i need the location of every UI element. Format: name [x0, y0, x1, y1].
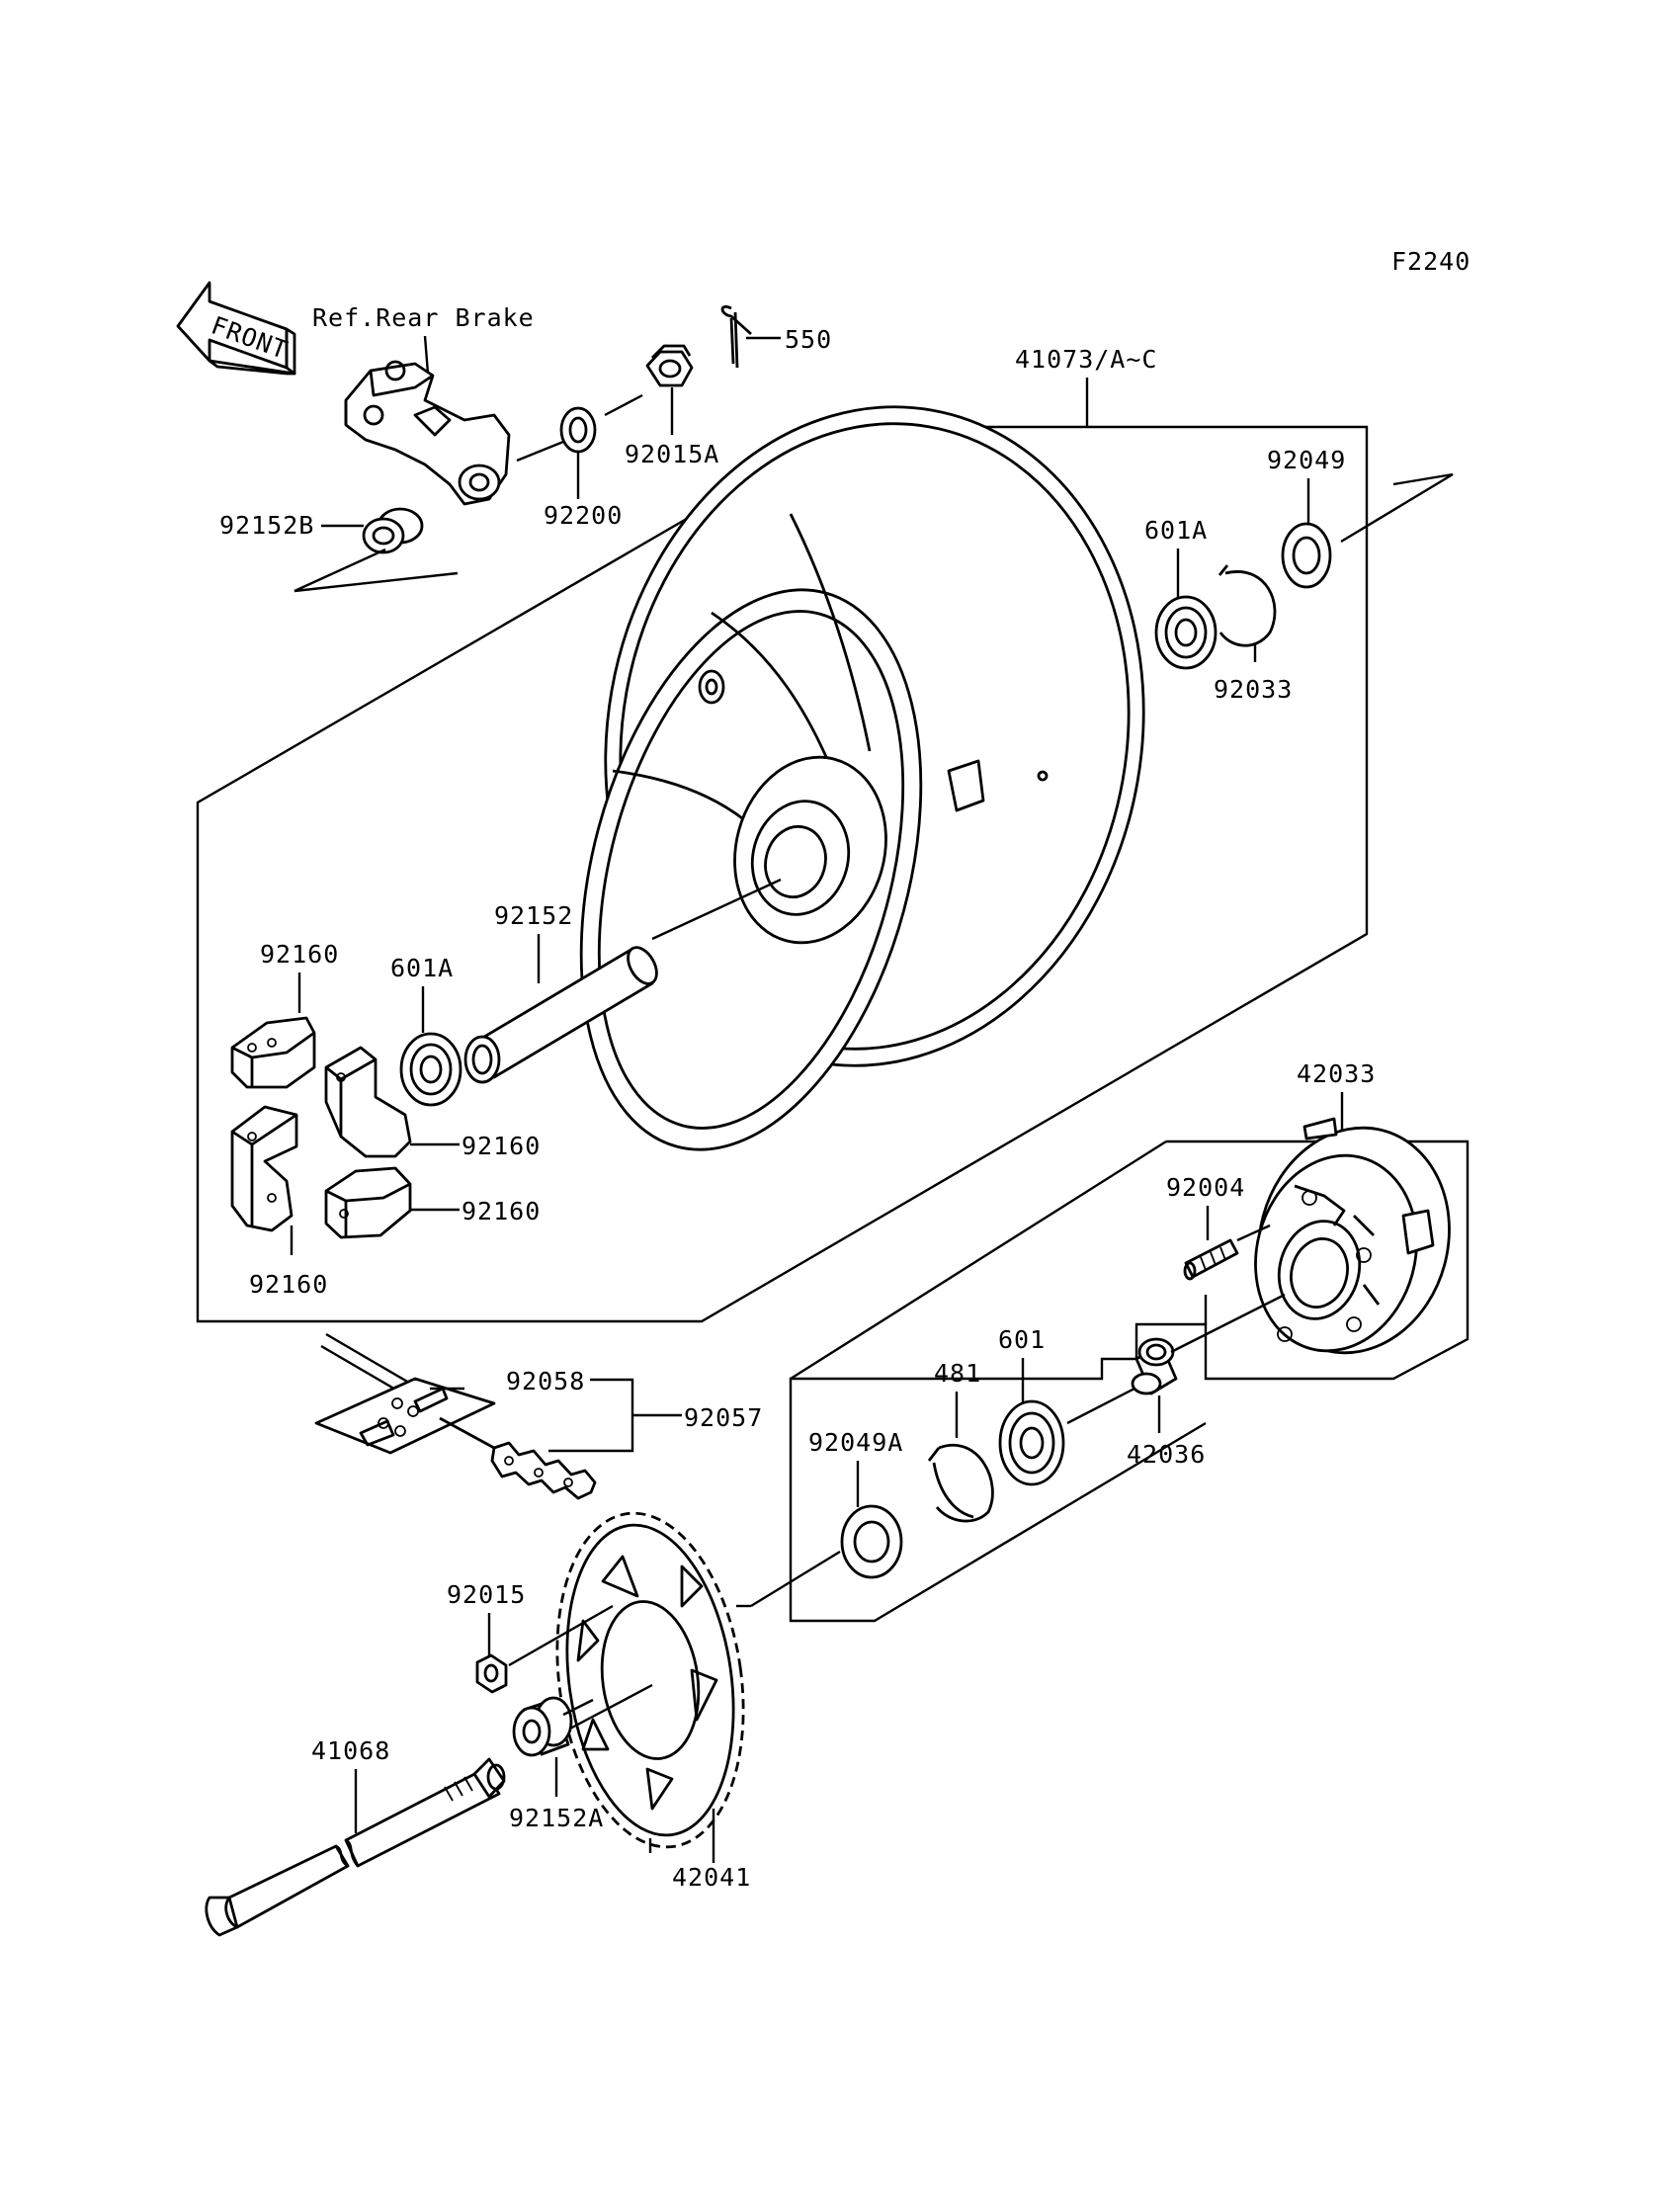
callout-550: 550 [785, 325, 832, 354]
callout-601A-mid: 601A [390, 954, 454, 982]
callout-42041: 42041 [672, 1863, 751, 1892]
cotter-pin-550 [720, 305, 752, 369]
callout-92160-low: 92160 [462, 1197, 541, 1225]
sprocket-42041 [555, 1511, 745, 1849]
figure-code: F2240 [1391, 247, 1470, 276]
damper-rubber-2 [324, 1046, 412, 1158]
callout-92049A: 92049A [808, 1428, 903, 1457]
bearing-601A-mid [399, 1032, 462, 1107]
spacer-92200 [559, 406, 597, 454]
callout-41068: 41068 [311, 1736, 390, 1765]
callout-92058: 92058 [506, 1367, 585, 1395]
callout-601A-top: 601A [1144, 516, 1208, 545]
callout-92015A: 92015A [625, 440, 719, 468]
oil-seal-92049 [1281, 522, 1332, 589]
callout-92049: 92049 [1267, 446, 1346, 474]
callout-92200: 92200 [544, 501, 623, 530]
callout-601: 601 [998, 1325, 1046, 1354]
callout-42036: 42036 [1127, 1440, 1206, 1469]
collar-42036 [1131, 1337, 1178, 1395]
damper-rubber-1 [230, 1016, 316, 1089]
reference-rear-brake: Ref.Rear Brake [312, 303, 535, 332]
collar-92152 [463, 946, 658, 1084]
drive-chain [314, 1332, 597, 1500]
rear-wheel [579, 405, 1145, 1151]
axle-41068 [205, 1757, 506, 1937]
stud-92004 [1183, 1238, 1239, 1281]
callout-92152A: 92152A [509, 1804, 604, 1832]
callout-92004: 92004 [1166, 1173, 1245, 1202]
callout-92057: 92057 [684, 1403, 763, 1432]
callout-481: 481 [934, 1359, 981, 1388]
damper-rubber-3 [230, 1105, 298, 1232]
collar-92152A [512, 1696, 573, 1757]
callout-92160-top: 92160 [260, 940, 339, 969]
damper-rubber-4 [324, 1166, 412, 1239]
circlip-481 [927, 1444, 994, 1523]
brake-bracket [344, 360, 511, 506]
nut-92015A [645, 344, 694, 387]
front-arrow-icon: FRONT [176, 281, 296, 376]
callout-92160-mid: 92160 [462, 1132, 541, 1160]
oil-seal-92049A [840, 1504, 903, 1579]
callout-92152B: 92152B [219, 511, 314, 540]
bearing-601 [998, 1399, 1065, 1486]
bearing-601A-top [1154, 595, 1218, 670]
callout-41073: 41073/A~C [1015, 345, 1157, 374]
nut-92015 [475, 1653, 508, 1694]
callout-92152: 92152 [494, 901, 573, 930]
callout-92160-bottom: 92160 [249, 1270, 328, 1299]
collar-92152B [362, 507, 424, 554]
callout-92015: 92015 [447, 1580, 526, 1609]
callout-42033: 42033 [1297, 1059, 1376, 1088]
callout-92033: 92033 [1214, 675, 1293, 704]
coupling-42033 [1254, 1117, 1451, 1355]
circlip-92033 [1218, 564, 1277, 647]
